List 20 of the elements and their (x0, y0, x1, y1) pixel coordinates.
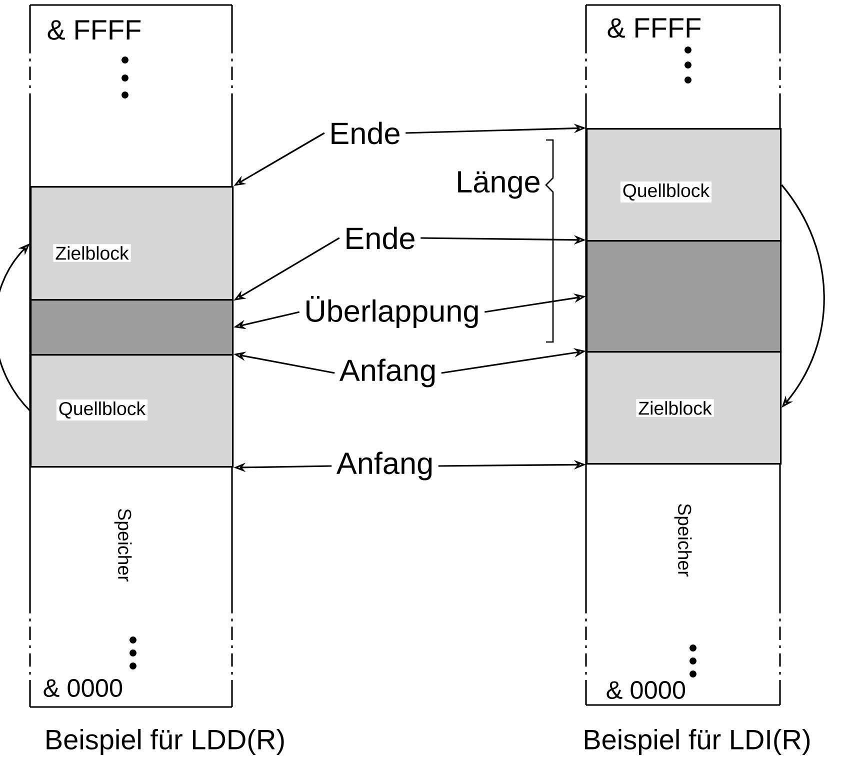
block-label: & 0000 (44, 679, 122, 697)
block-label: & FFFF (48, 20, 141, 40)
block-label: Speicher (674, 504, 692, 577)
block-label: Speicher (114, 509, 132, 582)
pointer-label: Ende (340, 222, 420, 254)
block-label: Zielblock (636, 399, 714, 417)
length-label: Länge (458, 171, 540, 199)
pointer-label: Überlappung (300, 292, 484, 332)
caption: Beispiel für LDI(R) (584, 728, 810, 756)
block-label: Quellblock (620, 181, 712, 203)
caption: Beispiel für LDD(R) (46, 728, 284, 756)
block-label: & FFFF (608, 18, 701, 38)
pointer-label: Anfang (332, 448, 438, 484)
overlap-block (586, 240, 782, 353)
block-label: & 0000 (606, 681, 686, 699)
block-label: Zielblock (53, 244, 131, 262)
pointer-label: Ende (325, 118, 405, 148)
pointer-label: Anfang (335, 354, 441, 392)
overlap-block (30, 299, 234, 356)
block-label: Quellblock (56, 399, 148, 421)
